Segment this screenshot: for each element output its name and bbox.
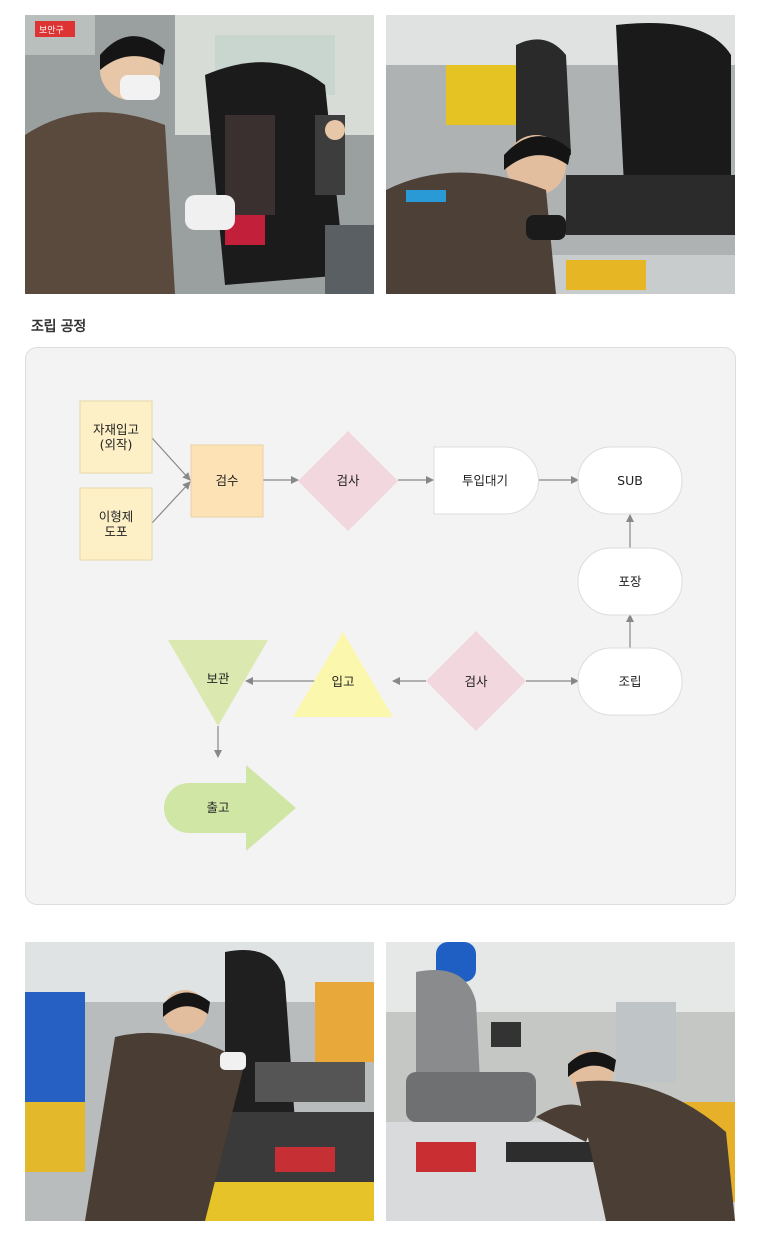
- node-release-agent: 이형제 도포: [79, 487, 153, 561]
- connector-material-to-acceptance: [151, 437, 191, 481]
- photo-worker-seat-rail: [386, 942, 735, 1221]
- node-packing-label: 포장: [618, 574, 642, 589]
- node-storage: 보관: [168, 640, 268, 726]
- node-shipping-label: 출고: [206, 800, 229, 815]
- photo-worker-inspecting-seat: [386, 15, 735, 294]
- node-material-in-label-1: 자재입고: [93, 422, 139, 437]
- photo-sign-text: 보안구: [39, 25, 64, 36]
- node-input-wait-label: 투입대기: [462, 473, 508, 488]
- node-shipping: 출고: [164, 765, 296, 851]
- node-material-in: 자재입고 (외작): [79, 400, 153, 474]
- node-release-agent-label-2: 도포: [104, 524, 127, 539]
- node-packing: 포장: [577, 547, 683, 616]
- node-acceptance-label: 검수: [215, 473, 238, 488]
- node-input-wait: 투입대기: [433, 446, 539, 515]
- flow-connectors: [151, 437, 634, 758]
- node-sub: SUB: [577, 446, 683, 515]
- node-assembly-label: 조립: [618, 674, 641, 689]
- node-storage-label: 보관: [206, 671, 230, 686]
- node-material-in-label-2: (외작): [100, 437, 133, 452]
- photo-worker-assembly-line: [25, 942, 374, 1221]
- node-receiving: 입고: [293, 632, 393, 717]
- section-title: 조립 공정: [31, 319, 86, 335]
- node-inspection-1-label: 검사: [336, 473, 360, 488]
- node-inspection-2-label: 검사: [464, 674, 488, 689]
- node-acceptance: 검수: [190, 444, 264, 518]
- node-sub-label: SUB: [617, 473, 643, 488]
- node-inspection-2: 검사: [426, 631, 526, 731]
- node-receiving-label: 입고: [331, 674, 354, 689]
- node-inspection-1: 검사: [298, 431, 398, 531]
- photo-worker-seat-back: 보안구: [25, 15, 374, 294]
- node-release-agent-label-1: 이형제: [99, 509, 134, 524]
- node-assembly: 조립: [577, 647, 683, 716]
- connector-paint-to-acceptance: [151, 481, 191, 524]
